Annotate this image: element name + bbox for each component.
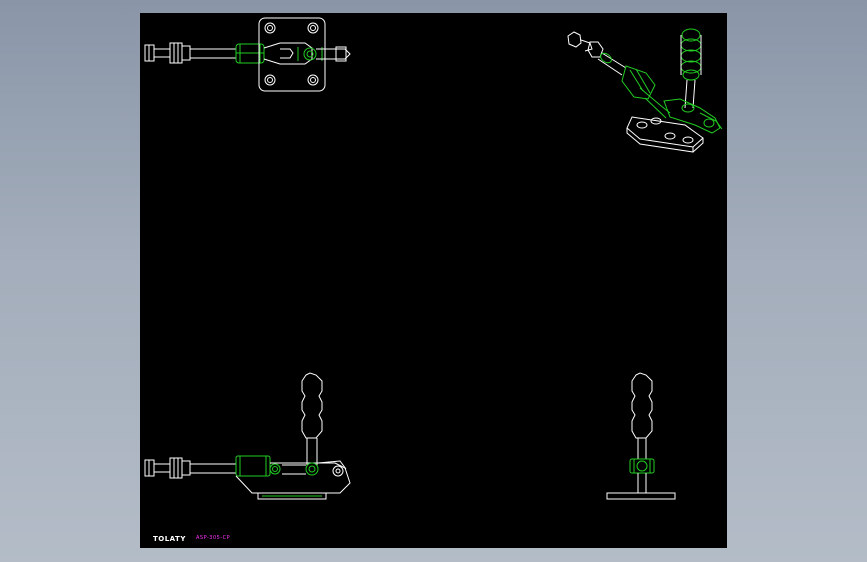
top-view-pivot xyxy=(303,47,317,61)
cad-drawing xyxy=(144,17,723,500)
iso-end-nut xyxy=(567,31,582,48)
part-number-label: ASP-305-CP xyxy=(196,535,231,541)
side-view-pivot xyxy=(305,462,319,476)
brand-label: TOLATY xyxy=(153,535,186,543)
front-view-pivot-block xyxy=(629,458,655,474)
top-view[interactable] xyxy=(144,17,351,92)
top-view-handle-end xyxy=(316,48,351,60)
front-view[interactable] xyxy=(606,372,676,500)
iso-lock-nut xyxy=(587,41,604,58)
top-view-plunger xyxy=(189,48,237,59)
side-view-base xyxy=(257,492,327,500)
side-view[interactable] xyxy=(144,372,351,500)
side-view-handle-grip xyxy=(301,372,323,439)
side-view-plunger xyxy=(189,463,237,474)
top-view-lock-nut xyxy=(169,42,183,64)
front-view-handle-grip xyxy=(631,372,653,439)
iso-handle-grip xyxy=(681,28,701,42)
front-view-base xyxy=(606,492,676,500)
iso-housing xyxy=(621,65,656,100)
side-view-housing xyxy=(235,455,271,477)
cad-viewport[interactable]: TOLATY ASP-305-CP xyxy=(140,13,727,548)
isometric-view[interactable] xyxy=(567,28,723,153)
top-view-base-plate xyxy=(258,17,326,92)
side-view-lock-nut xyxy=(169,457,183,479)
side-view-body xyxy=(235,462,351,494)
side-view-handle-shaft xyxy=(306,438,318,465)
front-view-handle-shaft xyxy=(637,438,647,459)
iso-handle-shaft xyxy=(684,79,696,109)
iso-linkage xyxy=(663,98,721,134)
